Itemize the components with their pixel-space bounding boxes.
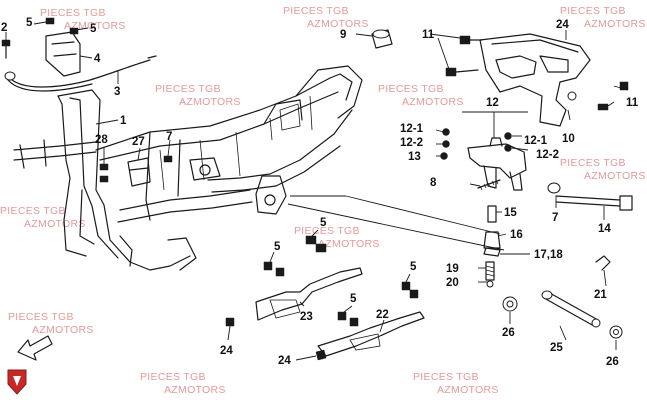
watermark-brand: PIECES TGB (8, 311, 74, 323)
callout-4: 4 (94, 53, 101, 65)
callout-7: 7 (552, 212, 558, 224)
callout-26: 26 (606, 356, 619, 368)
callout-17-18: 17,18 (534, 249, 563, 261)
watermark: PIECES TGB AZMOTORS (140, 371, 226, 396)
callout-3: 3 (114, 86, 120, 98)
watermark: PIECES TGB AZMOTORS (560, 5, 646, 30)
watermark-brand: PIECES TGB (140, 371, 206, 383)
leader-lines (5, 21, 629, 361)
callout-26: 26 (502, 327, 515, 339)
watermark: PIECES TGB AZMOTORS (40, 7, 125, 32)
rear-bracket-part (445, 33, 629, 127)
watermark-layer: PIECES TGB AZMOTORS PIECES TGB AZMOTORS … (0, 5, 646, 396)
watermark: PIECES TGB AZMOTORS (155, 83, 241, 108)
callout-24: 24 (278, 355, 291, 367)
watermark-brand: PIECES TGB (40, 7, 106, 19)
watermark-site: AZMOTORS (307, 18, 369, 30)
callout-12-1: 12-1 (400, 123, 424, 135)
watermark-brand: PIECES TGB (294, 225, 360, 237)
callout-11: 11 (422, 29, 435, 41)
callout-12: 12 (486, 97, 499, 109)
watermark-brand: PIECES TGB (413, 371, 479, 383)
callout-28: 28 (95, 134, 108, 146)
callout-16: 16 (510, 229, 523, 241)
watermark: PIECES TGB AZMOTORS (378, 83, 464, 108)
stand-pivot-part (440, 128, 633, 211)
callout-5: 5 (320, 217, 327, 229)
watermark-site: AZMOTORS (32, 324, 94, 336)
callout-5: 5 (90, 23, 97, 35)
callout-8: 8 (430, 177, 437, 189)
watermark-site: AZMOTORS (584, 170, 646, 182)
callout-5: 5 (26, 17, 33, 29)
callout-13: 13 (408, 151, 421, 163)
watermark-site: AZMOTORS (164, 384, 226, 396)
callout-19: 19 (446, 263, 459, 275)
watermark-site: AZMOTORS (437, 384, 499, 396)
callout-10: 10 (562, 133, 575, 145)
watermark-brand: PIECES TGB (0, 205, 66, 217)
watermark: PIECES TGB AZMOTORS (413, 371, 499, 396)
stopper-part (483, 205, 501, 288)
callout-5: 5 (274, 241, 281, 253)
spring-part (595, 255, 611, 271)
direction-arrow-icon (17, 335, 53, 361)
watermark: PIECES TGB AZMOTORS (560, 157, 646, 182)
callout-23: 23 (300, 311, 313, 323)
callout-15: 15 (504, 207, 517, 219)
watermark-brand: PIECES TGB (560, 157, 626, 169)
callout-22: 22 (376, 309, 389, 321)
callout-12-2: 12-2 (536, 149, 559, 161)
watermark-brand: PIECES TGB (283, 5, 349, 17)
callout-12-1: 12-1 (524, 135, 548, 147)
callout-1: 1 (120, 115, 127, 127)
callout-5: 5 (410, 261, 417, 273)
callout-12-2: 12-2 (400, 137, 423, 149)
callout-25: 25 (550, 342, 563, 354)
main-frame-part (13, 65, 363, 271)
floor-bracket-part (225, 235, 425, 361)
watermark: PIECES TGB AZMOTORS (0, 205, 86, 230)
watermark-brand: PIECES TGB (560, 5, 626, 17)
callout-labels: 2 5 5 4 3 1 9 11 24 12 11 10 12-1 12-2 1… (1, 17, 639, 368)
callout-24: 24 (220, 345, 233, 357)
cap-part (371, 29, 393, 49)
watermark-brand: PIECES TGB (155, 83, 221, 95)
cable-assembly-part (1, 17, 157, 92)
watermark: PIECES TGB AZMOTORS (8, 311, 94, 336)
watermark: PIECES TGB AZMOTORS (294, 225, 380, 250)
watermark-brand: PIECES TGB (378, 83, 444, 95)
callout-5: 5 (350, 293, 357, 305)
watermark-site: AZMOTORS (318, 238, 380, 250)
watermark-site: AZMOTORS (179, 96, 241, 108)
callout-27: 27 (132, 136, 145, 148)
callout-24: 24 (556, 19, 569, 31)
watermark-site: AZMOTORS (402, 96, 464, 108)
callout-20: 20 (446, 277, 459, 289)
watermark-site: AZMOTORS (584, 18, 646, 30)
shaft-part (502, 290, 623, 339)
callout-21: 21 (594, 289, 607, 301)
callout-11: 11 (626, 97, 639, 109)
callout-9: 9 (340, 29, 346, 41)
watermark-site: AZMOTORS (24, 218, 86, 230)
watermark: PIECES TGB AZMOTORS (283, 5, 369, 30)
clamp-part (99, 155, 173, 187)
callout-14: 14 (598, 223, 611, 235)
callout-7: 7 (166, 131, 172, 143)
shield-logo-icon (7, 369, 27, 395)
callout-2: 2 (1, 22, 7, 34)
